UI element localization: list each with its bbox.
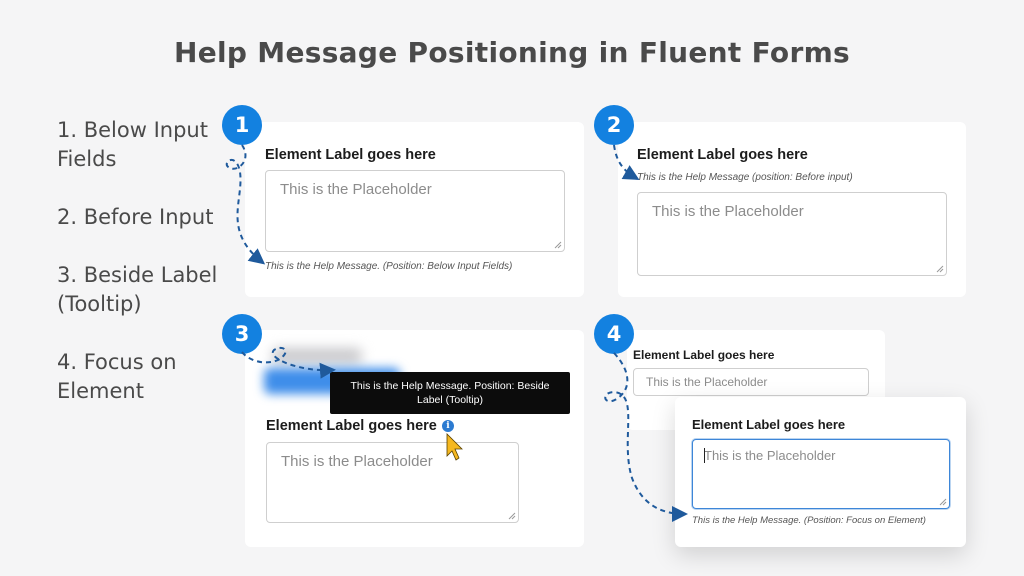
element-label: Element Label goes here	[637, 147, 808, 163]
list-item-below-input: 1. Below Input Fields	[57, 118, 208, 171]
blurred-label-placeholder	[272, 348, 362, 364]
arrow-2	[613, 144, 640, 180]
element-label: Element Label goes here	[633, 348, 775, 362]
step-badge-1: 1	[222, 105, 262, 145]
placeholder-textarea[interactable]: This is the Placeholder	[266, 442, 519, 523]
list-item-before-input: 2. Before Input	[57, 205, 214, 229]
placeholder-text: This is the Placeholder	[646, 375, 768, 389]
help-message: This is the Help Message (position: Befo…	[637, 172, 853, 183]
resize-grip-icon[interactable]	[554, 241, 562, 249]
info-icon[interactable]: i	[442, 420, 454, 432]
step-badge-4: 4	[594, 314, 634, 354]
step-badge-2: 2	[594, 105, 634, 145]
text-cursor	[704, 448, 705, 463]
card-before-input: Element Label goes here This is the Help…	[618, 122, 966, 297]
placeholder-textarea[interactable]: This is the Placeholder	[637, 192, 947, 276]
arrow-4	[604, 352, 688, 522]
resize-grip-icon[interactable]	[939, 498, 947, 506]
resize-grip-icon[interactable]	[508, 512, 516, 520]
card-beside-label: Element Label goes here i This is the Pl…	[245, 330, 584, 547]
element-label: Element Label goes here	[692, 417, 846, 432]
placeholder-text: This is the Placeholder	[704, 448, 836, 463]
placeholder-text: This is the Placeholder	[281, 453, 433, 470]
placeholder-text: This is the Placeholder	[652, 203, 804, 220]
help-message: This is the Help Message. (Position: Bel…	[265, 261, 513, 272]
element-label: Element Label goes here	[266, 418, 437, 434]
arrow-3	[241, 346, 336, 379]
resize-grip-icon[interactable]	[936, 265, 944, 273]
step-badge-3: 3	[222, 314, 262, 354]
card-below-input: Element Label goes here This is the Plac…	[245, 122, 584, 297]
placeholder-textarea[interactable]: This is the Placeholder	[265, 170, 565, 252]
placeholder-text: This is the Placeholder	[280, 181, 432, 198]
list-item-focus-element: 4. Focus on Element	[57, 350, 177, 403]
placeholder-input[interactable]: This is the Placeholder	[633, 368, 869, 396]
help-message: This is the Help Message. (Position: Foc…	[692, 515, 926, 526]
tooltip: This is the Help Message. Position: Besi…	[330, 372, 570, 414]
card-focus-front: Element Label goes here This is the Plac…	[675, 397, 966, 547]
mouse-cursor-icon	[446, 433, 463, 461]
element-label: Element Label goes here	[265, 147, 436, 163]
list-item-beside-label: 3. Beside Label (Tooltip)	[57, 263, 218, 316]
position-list: 1. Below Input Fields 2. Before Input 3.…	[57, 116, 227, 435]
card-focus-back: Element Label goes here This is the Plac…	[627, 330, 885, 430]
arrow-1	[225, 144, 266, 265]
focused-textarea[interactable]: This is the Placeholder	[692, 439, 950, 509]
page-title: Help Message Positioning in Fluent Forms	[173, 36, 851, 69]
